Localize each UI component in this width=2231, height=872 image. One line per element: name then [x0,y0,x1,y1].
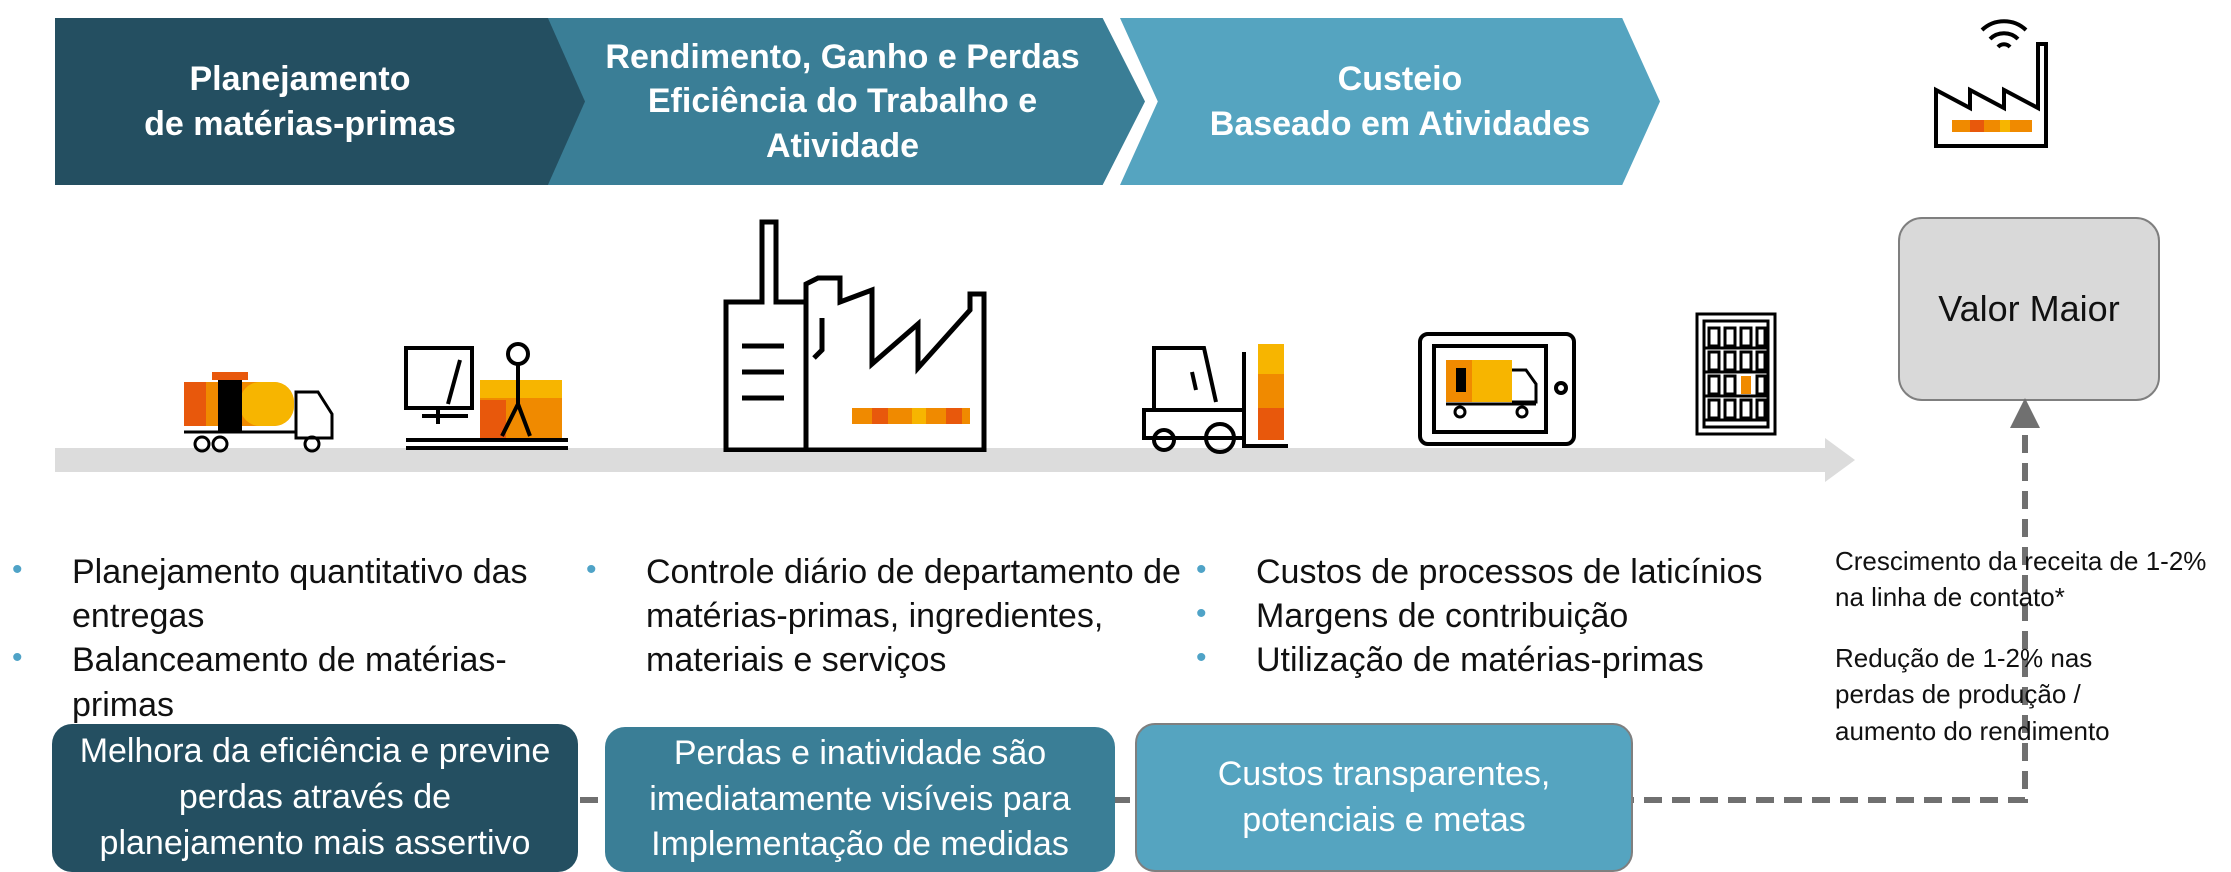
step-yield-title-line3: Atividade [765,126,920,165]
step-yield-title-line1: Rendimento, Ganho e Perdas [605,38,1080,77]
step-costing-chevron: Custeio Baseado em Atividades [1120,18,1660,185]
vending-fridge-icon [1695,312,1777,436]
smart-factory-icon [1934,19,2048,148]
value-box: Valor Maior [1898,217,2160,401]
outcome-box-planning: Melhora da eficiência e previne perdas a… [52,724,578,872]
list-item: Planejamento quantitativo das entregas [12,550,592,638]
list-item: Controle diário de departamento de matér… [586,550,1206,683]
outcome-text-yield: Perdas e inatividade são imediatamente v… [649,733,1071,864]
step-yield-title-line2: Eficiência do Trabalho e [647,82,1038,121]
outcome-box-yield: Perdas e inatividade são imediatamente v… [605,727,1115,872]
planning-desk-icon [404,342,568,450]
list-item: Balanceamento de matérias-primas [12,638,592,726]
note-revenue-growth: Crescimento da receita de 1-2% na linha … [1835,546,2207,613]
list-item: Margens de contribuição [1196,594,1836,638]
outcome-text-costing: Custos transparentes, potenciais e metas [1217,754,1551,839]
bullet-list-planning: Planejamento quantitativo das entregas B… [12,550,592,727]
step-planning-title-line1: Planejamento [189,60,411,99]
step-yield-chevron: Rendimento, Ganho e Perdas Eficiência do… [540,18,1145,185]
timeline-arrow [55,438,1855,482]
value-box-label: Valor Maior [1938,288,2120,329]
step-planning-chevron: Planejamento de matérias-primas [55,18,585,185]
step-costing-title-line1: Custeio [1337,60,1463,99]
step-costing-title-line2: Baseado em Atividades [1209,104,1591,143]
step-planning-title-line2: de matérias-primas [144,104,456,143]
bullet-list-yield: Controle diário de departamento de matér… [586,550,1206,683]
tanker-truck-icon [184,372,334,453]
forklift-icon [1142,344,1288,454]
bullet-list-costing: Custos de processos de laticínios Margen… [1196,550,1836,683]
note-loss-reduction: Redução de 1-2% nas perdas de produção /… [1835,643,2110,746]
list-item: Custos de processos de laticínios [1196,550,1836,594]
outcome-text-planning: Melhora da eficiência e previne perdas a… [79,732,551,862]
outcome-box-costing: Custos transparentes, potenciais e metas [1135,723,1633,872]
tablet-truck-icon [1418,332,1576,446]
factory-icon [723,219,987,452]
list-item: Utilização de matérias-primas [1196,638,1836,682]
